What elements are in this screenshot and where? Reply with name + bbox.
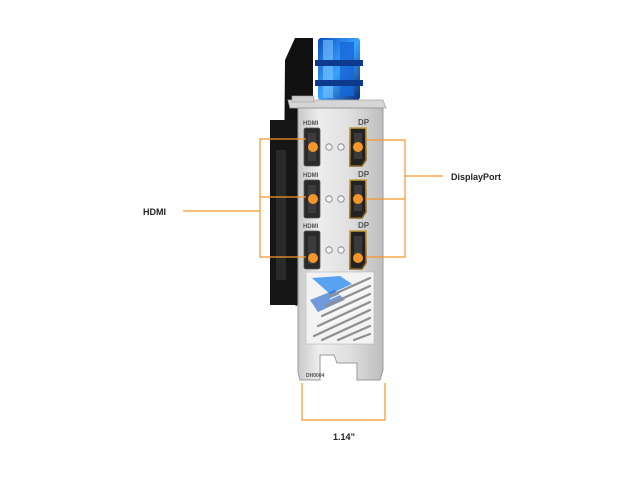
screw-icon <box>325 195 345 203</box>
bracket-top-tab <box>287 95 387 109</box>
hdmi-port-label: HDMI <box>303 224 319 230</box>
hdmi-marker-dot <box>308 142 318 152</box>
dp-marker-dot <box>353 253 363 263</box>
dp-callout-lines <box>366 139 443 258</box>
dp-port-label: DP <box>358 221 370 230</box>
hdmi-marker-dot <box>308 194 318 204</box>
hdmi-marker-dot <box>308 253 318 263</box>
displayport-port-icon <box>349 230 367 270</box>
hdmi-callout-label: HDMI <box>143 207 166 217</box>
hdmi-port-label: HDMI <box>303 173 319 179</box>
width-dimension-label: 1.14” <box>333 432 356 442</box>
vent-grille <box>305 271 375 345</box>
io-bracket: DH0004 <box>297 107 384 381</box>
screw-icon <box>325 246 345 254</box>
hdmi-port-icon <box>303 230 321 270</box>
width-dimension-bracket <box>301 383 386 421</box>
dp-marker-dot <box>353 194 363 204</box>
screw-icon-group <box>325 143 345 254</box>
cooling-tube <box>315 38 363 100</box>
displayport-callout-label: DisplayPort <box>451 172 502 182</box>
port-marker-group <box>308 142 363 263</box>
dp-marker-dot <box>353 142 363 152</box>
part-code: DH0004 <box>306 373 325 379</box>
dp-port-label: DP <box>358 170 370 179</box>
dp-port-label: DP <box>358 118 370 127</box>
screw-icon <box>325 143 345 151</box>
hdmi-port-label: HDMI <box>303 121 319 127</box>
hdmi-callout-lines <box>183 138 306 258</box>
